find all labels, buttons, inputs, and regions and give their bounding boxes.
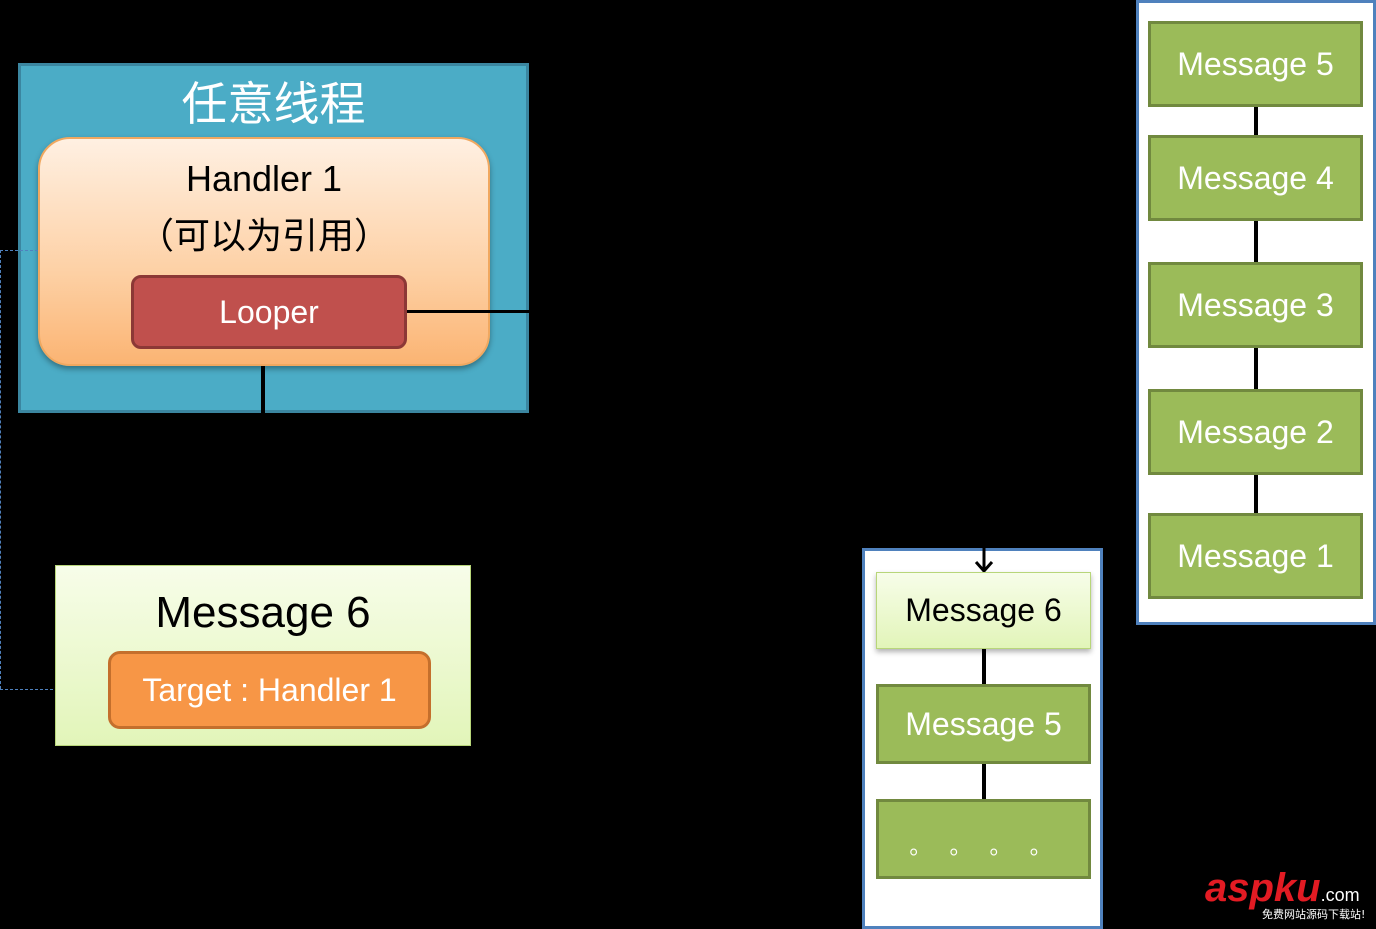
dashed-link-top (0, 250, 38, 251)
looper-connector (407, 310, 529, 313)
small-queue-message-new: Message 6 (876, 572, 1091, 649)
queue-connector-1 (1254, 106, 1258, 136)
small-connector-1 (982, 648, 986, 685)
queue-message: Message 4 (1148, 135, 1363, 221)
arrow-down-icon (974, 548, 994, 574)
queue-connector-4 (1254, 474, 1258, 514)
handler-subtitle: （可以为引用） (137, 216, 390, 257)
small-connector-2 (982, 762, 986, 800)
watermark-logo: aspku.com (1205, 866, 1360, 911)
small-queue-ellipsis: 。 。 。 。 (876, 799, 1091, 879)
queue-message: Message 2 (1148, 389, 1363, 475)
queue-message: Message 5 (1148, 21, 1363, 107)
watermark-tagline: 免费网站源码下载站! (1262, 908, 1366, 921)
queue-connector-3 (1254, 347, 1258, 390)
dashed-link-vertical (0, 250, 1, 689)
queue-message: Message 3 (1148, 262, 1363, 348)
handler-title: Handler 1 (185, 158, 343, 199)
dashed-link-bottom (0, 689, 108, 690)
looper-box: Looper (131, 275, 407, 349)
target-box: Target : Handler 1 (108, 651, 431, 729)
watermark-brand: aspku (1205, 866, 1321, 910)
thread-title: 任意线程 (181, 77, 366, 131)
small-queue-message: Message 5 (876, 684, 1091, 764)
message6-title: Message 6 (155, 588, 371, 637)
queue-connector-2 (1254, 220, 1258, 263)
queue-message: Message 1 (1148, 513, 1363, 599)
handler-connector (261, 366, 265, 413)
watermark-suffix: .com (1320, 885, 1360, 905)
